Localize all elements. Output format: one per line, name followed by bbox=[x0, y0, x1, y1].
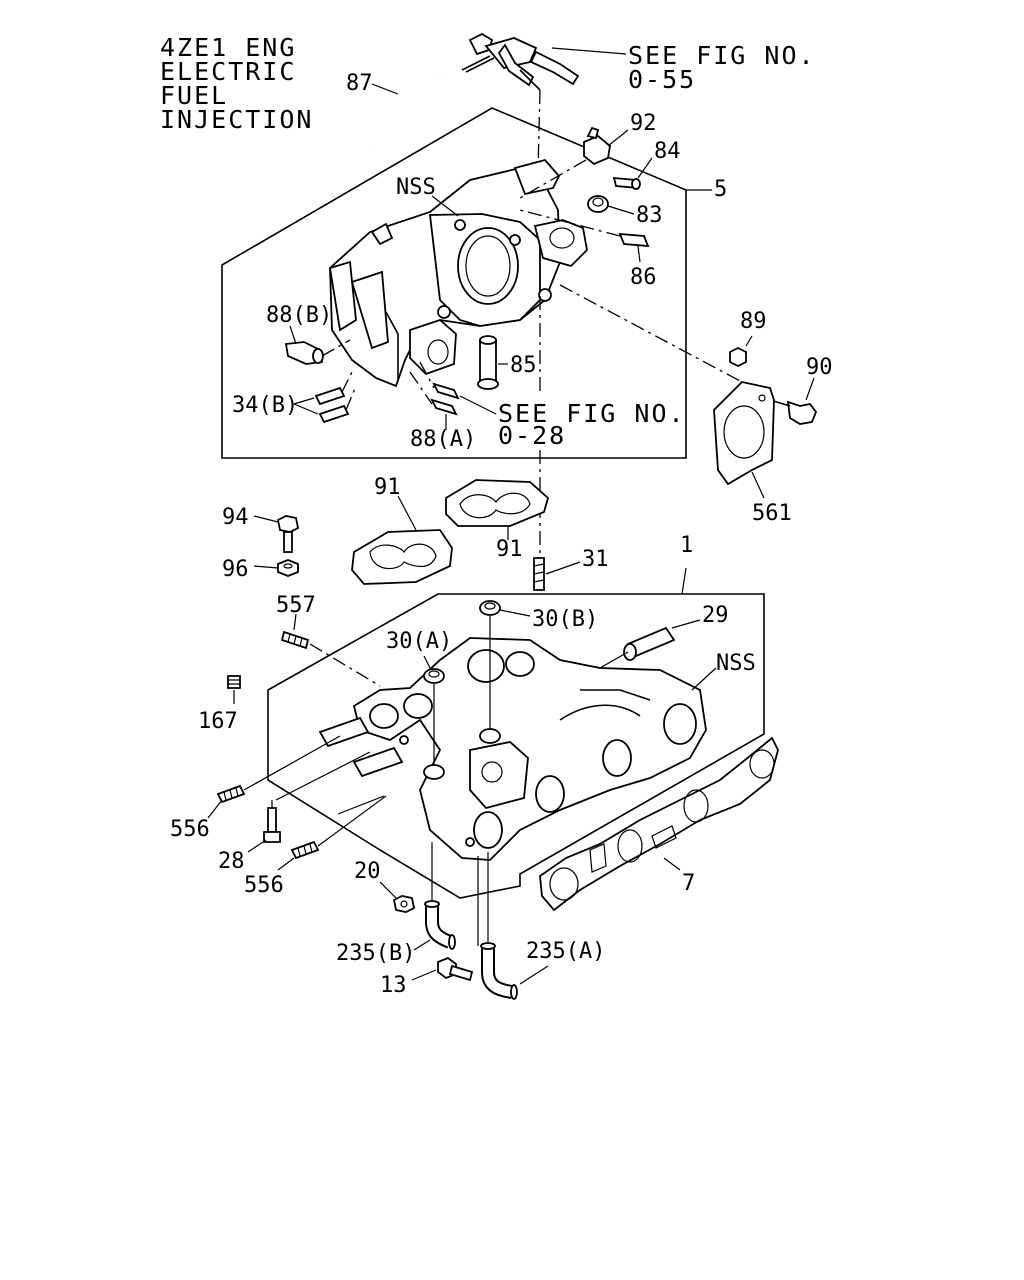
callout-167: 167 bbox=[198, 709, 238, 734]
part-30a-seal bbox=[423, 668, 445, 780]
part-561-gasket bbox=[713, 381, 775, 486]
part-235a-hose bbox=[477, 852, 518, 1000]
part-557-stud bbox=[280, 630, 381, 687]
part-34b-pins bbox=[314, 371, 357, 424]
part-88a-bolts bbox=[409, 361, 460, 416]
title-line-1: 4ZE1 ENG bbox=[160, 33, 296, 62]
callout-7: 7 bbox=[682, 871, 695, 896]
part-94-bolt bbox=[276, 515, 300, 553]
part-29-tube bbox=[599, 626, 676, 669]
callout-235b: 235(B) bbox=[336, 941, 415, 966]
callout-nss-top: NSS bbox=[396, 175, 436, 200]
callout-88b: 88(B) bbox=[266, 303, 332, 328]
part-167-plug bbox=[227, 675, 241, 689]
callout-nss-bottom: NSS bbox=[716, 651, 756, 676]
callout-84: 84 bbox=[654, 139, 681, 164]
callout-561: 561 bbox=[752, 501, 792, 526]
part-92-sensor bbox=[583, 126, 611, 166]
callout-31: 31 bbox=[582, 547, 609, 572]
part-91-gasket-left bbox=[351, 529, 453, 585]
part-86-screw bbox=[519, 209, 650, 248]
callout-83: 83 bbox=[636, 203, 663, 228]
callout-92: 92 bbox=[630, 111, 657, 136]
callout-34b: 34(B) bbox=[232, 393, 298, 418]
intake-manifold-drawing bbox=[318, 637, 707, 861]
part-85-sleeve bbox=[477, 335, 499, 390]
group-box-1 bbox=[267, 593, 765, 899]
part-30b-seal bbox=[479, 600, 501, 744]
title-line-4: INJECTION bbox=[160, 105, 313, 134]
throttle-body-drawing bbox=[328, 158, 588, 388]
callout-20: 20 bbox=[354, 859, 381, 884]
callout-91-upper: 91 bbox=[374, 475, 401, 500]
diagram-title: 4ZE1 ENG ELECTRIC FUEL INJECTION bbox=[160, 33, 313, 134]
part-89-nut bbox=[729, 346, 747, 368]
callout-557: 557 bbox=[276, 593, 316, 618]
part-96-nut bbox=[277, 559, 299, 577]
callout-87: 87 bbox=[346, 71, 373, 96]
part-7-exhaust-gasket bbox=[539, 736, 779, 912]
part-235b-hose bbox=[424, 842, 456, 950]
callout-89: 89 bbox=[740, 309, 767, 334]
part-88b-bolt bbox=[284, 339, 351, 365]
part-31-stud bbox=[533, 557, 545, 591]
callout-88a: 88(A) bbox=[410, 427, 476, 452]
part-556-stud-lower bbox=[290, 795, 387, 860]
title-line-3: FUEL bbox=[160, 81, 228, 110]
callout-556-upper: 556 bbox=[170, 817, 210, 842]
ref-mid-line-1: SEE FIG NO. bbox=[498, 399, 686, 428]
part-87-hose bbox=[333, 75, 442, 162]
callout-30b: 30(B) bbox=[532, 607, 598, 632]
part-91-gasket-right bbox=[445, 479, 550, 527]
part-28-bolt bbox=[263, 751, 371, 843]
callout-86: 86 bbox=[630, 265, 657, 290]
ref-top-line-1: SEE FIG NO. bbox=[628, 41, 816, 70]
part-556-stud-upper bbox=[216, 735, 341, 804]
reference-see-fig-0-28: SEE FIG NO. 0-28 bbox=[498, 399, 686, 450]
callout-94: 94 bbox=[222, 505, 249, 530]
part-90-bolt bbox=[769, 399, 818, 425]
ref-top-line-2: 0-55 bbox=[628, 65, 696, 94]
callout-91-lower: 91 bbox=[496, 537, 523, 562]
callout-29: 29 bbox=[702, 603, 729, 628]
callout-96: 96 bbox=[222, 557, 249, 582]
part-83-cap bbox=[587, 195, 609, 213]
callout-85: 85 bbox=[510, 353, 537, 378]
callout-556-lower: 556 bbox=[244, 873, 284, 898]
callout-5: 5 bbox=[714, 177, 727, 202]
callout-1: 1 bbox=[680, 533, 693, 558]
part-20-nut bbox=[392, 895, 416, 913]
title-line-2: ELECTRIC bbox=[160, 57, 296, 86]
callout-90: 90 bbox=[806, 355, 833, 380]
callout-235a: 235(A) bbox=[526, 939, 605, 964]
part-13-bolt bbox=[437, 956, 474, 982]
callout-30a: 30(A) bbox=[386, 629, 452, 654]
reference-see-fig-0-55: SEE FIG NO. 0-55 bbox=[628, 41, 816, 94]
part-84-pin bbox=[612, 176, 641, 190]
callout-28: 28 bbox=[218, 849, 245, 874]
group-box-5 bbox=[221, 107, 687, 459]
ref-mid-line-2: 0-28 bbox=[498, 421, 566, 450]
callout-13: 13 bbox=[380, 973, 407, 998]
sensor-harness-drawing bbox=[461, 32, 580, 171]
